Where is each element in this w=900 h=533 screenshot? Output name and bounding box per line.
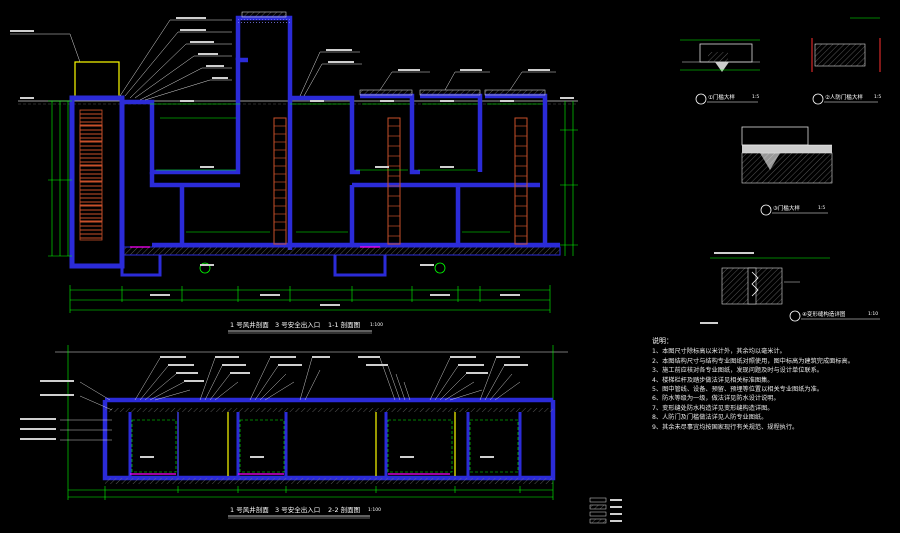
section-1-caption-right: 1-1 剖面图	[328, 321, 361, 329]
notes-title: 说明：	[652, 337, 673, 345]
detail-3-title: ③门槛大样	[773, 206, 800, 212]
detail-1-scale: 1:5	[752, 95, 760, 100]
section-1-caption-mid: 3 号安全出入口	[275, 321, 321, 329]
note-item: 2、本图结构尺寸与结构专业图纸对照使用，图中标高为建筑完成面标高。	[652, 357, 854, 365]
note-item: 3、施工前应核对各专业图纸，发现问题及时与设计单位联系。	[652, 367, 823, 375]
detail-4-scale: 1:10	[868, 312, 879, 317]
note-item: 1、本图尺寸除标高以米计外，其余均以毫米计。	[652, 348, 786, 356]
design-notes: 说明： 1、本图尺寸除标高以米计外，其余均以毫米计。 2、本图结构尺寸与结构专业…	[652, 337, 892, 432]
section-1-caption-left: 1 号风井剖面	[230, 321, 269, 329]
section-2-caption-left: 1 号风井剖面	[230, 506, 269, 514]
detail-3-scale: 1:5	[818, 206, 826, 211]
detail-2	[811, 17, 881, 105]
detail-2-scale: 1:5	[874, 95, 882, 100]
detail-3	[741, 126, 833, 216]
section-2-caption-right: 2-2 剖面图	[328, 506, 361, 514]
section-1-scale: 1:100	[370, 323, 383, 328]
section-2-caption-mid: 3 号安全出入口	[275, 506, 321, 514]
section-2-2	[20, 345, 568, 519]
detail-1-title: ①门槛大样	[708, 95, 735, 101]
detail-4	[700, 252, 880, 324]
section-1-1	[10, 11, 578, 334]
note-item: 4、楼梯栏杆及踏步做法详见相关标准图集。	[652, 376, 774, 384]
note-item: 8、人防门及门槛做法详见人防专业图纸。	[652, 414, 768, 422]
detail-4-title: ④变形缝构造详图	[802, 312, 846, 318]
note-item: 7、变形缝处防水构造详见变形缝构造详图。	[652, 404, 774, 412]
note-item: 5、图中管线、设备、预留、预埋等位置以相关专业图纸为准。	[652, 386, 823, 394]
detail-2-title: ②人防门槛大样	[825, 95, 863, 101]
detail-1	[680, 39, 760, 105]
note-item: 9、其余未尽事宜均按国家现行有关规范、规程执行。	[652, 423, 799, 431]
note-item: 6、防水等级为一级，做法详见防水设计说明。	[652, 395, 780, 403]
section-2-scale: 1:100	[368, 508, 381, 513]
legend-box	[589, 497, 622, 524]
